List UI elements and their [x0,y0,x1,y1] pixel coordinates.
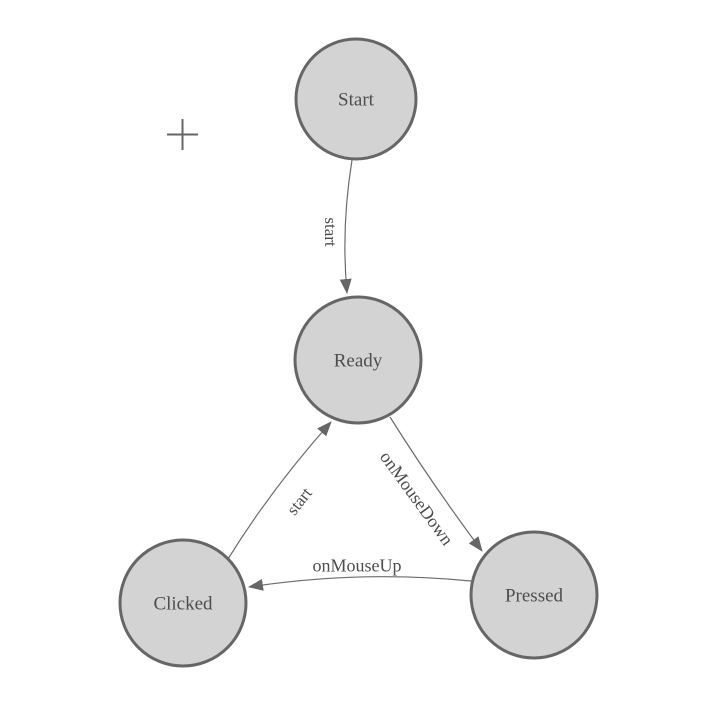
edge-label-ready-to-pressed: onMouseDown [376,447,457,549]
node-clicked-label: Clicked [153,594,213,615]
edge-path-pressed-to-clicked[interactable] [248,576,472,591]
node-pressed[interactable]: Pressed [469,530,599,660]
edge-path-start-to-ready[interactable] [339,159,353,294]
plus-crosshair-icon [167,119,198,150]
node-clicked-circle[interactable] [118,538,248,668]
node-ready[interactable]: Ready [293,295,423,425]
edge-label-pressed-to-clicked: onMouseUp [313,555,402,575]
edge-ready-to-pressed: onMouseDown [376,416,483,552]
edge-label-start-to-ready: start [321,217,340,247]
node-pressed-circle[interactable] [469,530,599,660]
node-start-circle[interactable] [294,37,418,161]
edge-clicked-to-ready: start [227,421,332,560]
node-clicked[interactable]: Clicked [118,538,248,668]
node-start[interactable]: Start [294,37,418,161]
node-start-label: Start [338,90,375,111]
edge-path-ready-to-pressed[interactable] [389,416,483,552]
node-ready-label: Ready [334,351,383,372]
edge-pressed-to-clicked: onMouseUp [248,555,472,591]
node-pressed-label: Pressed [505,586,564,607]
edge-label-clicked-to-ready: start [283,484,316,519]
edge-path-clicked-to-ready[interactable] [227,421,332,560]
node-ready-circle[interactable] [293,295,423,425]
edge-start-to-ready: start [321,159,353,294]
